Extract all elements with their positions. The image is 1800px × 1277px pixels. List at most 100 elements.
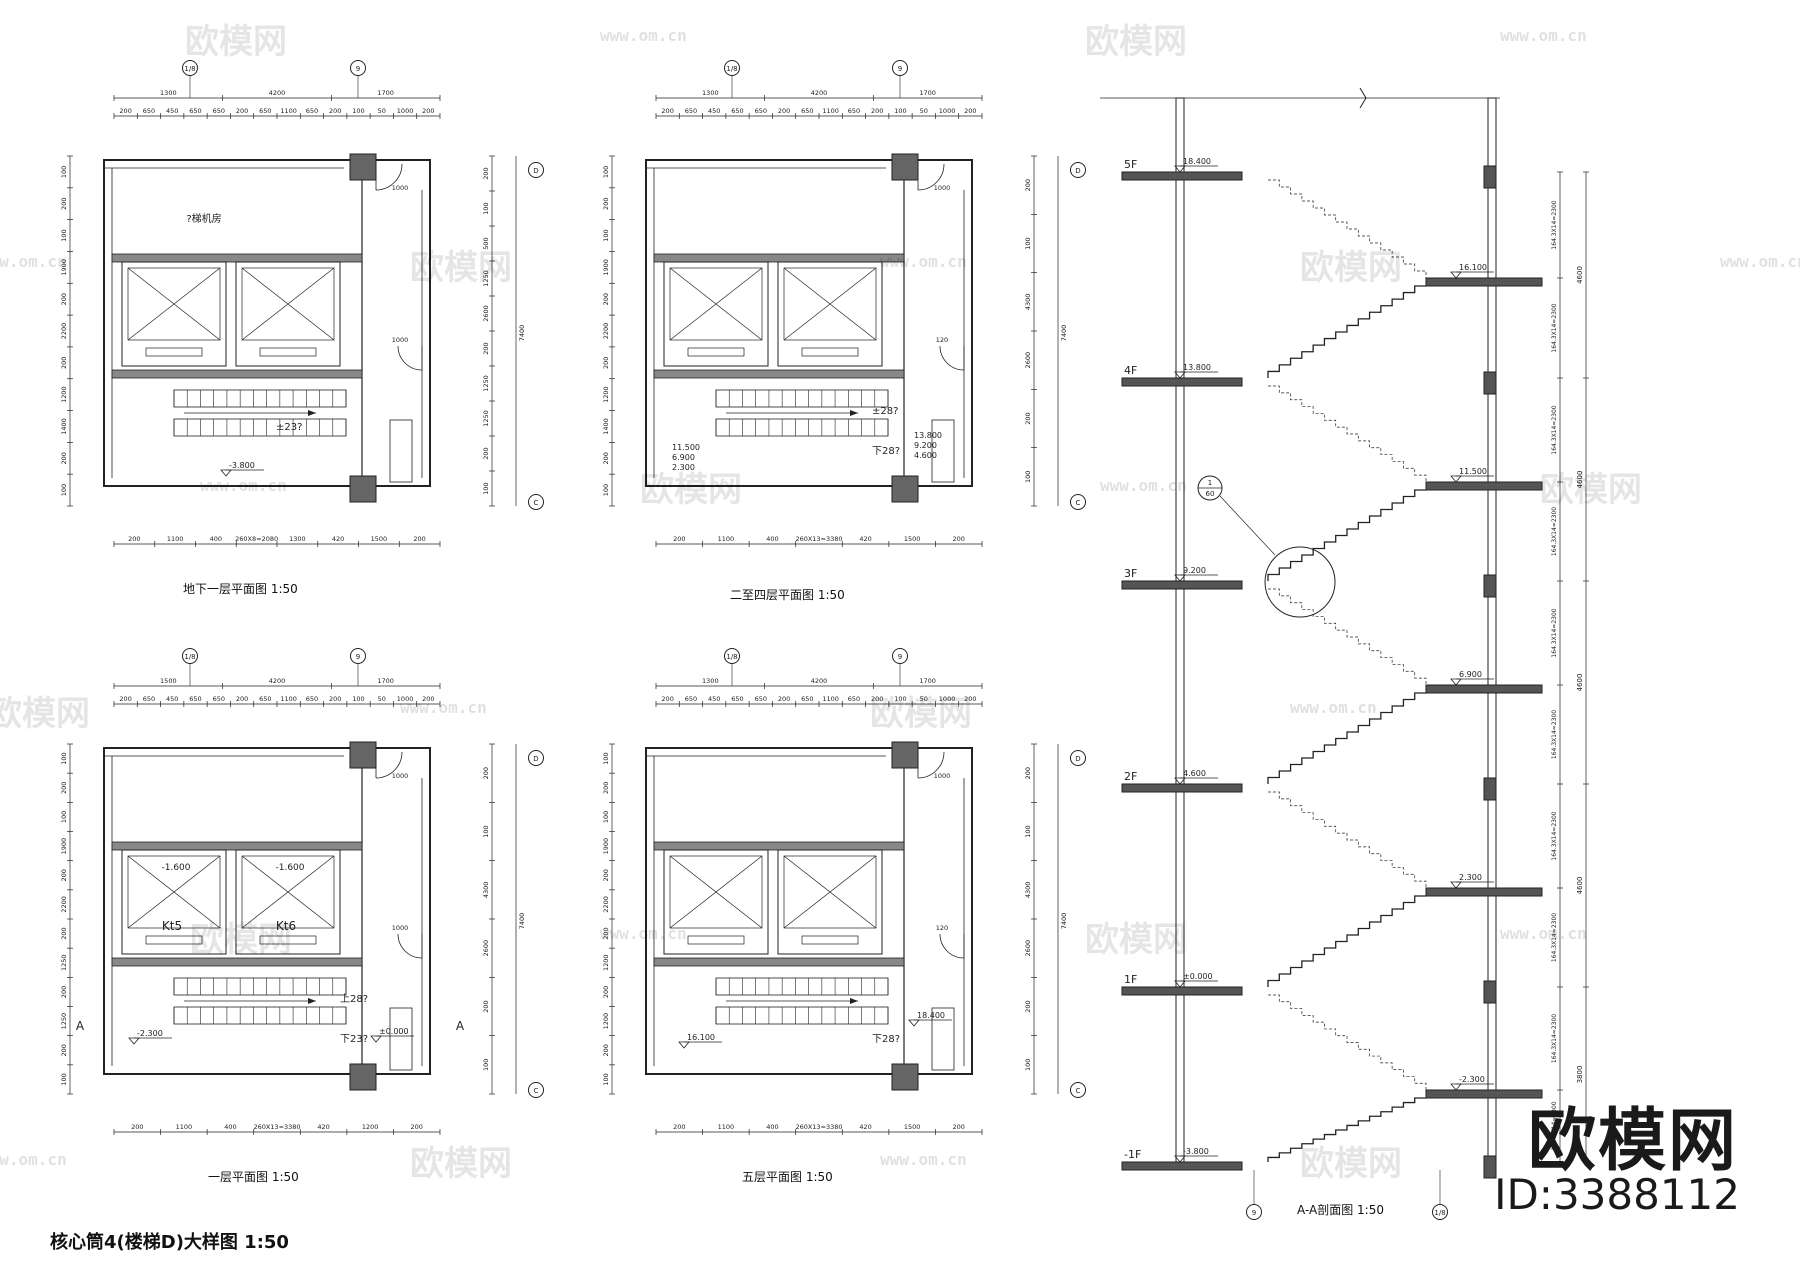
plan-floor_1-door-dim: 1000 [392,772,409,780]
plan-floors_2_4-dim-left-text: 1900 [602,259,610,276]
section-floor-label: 2F [1124,770,1137,783]
plan-floor_1-grid-top-a-bubble [182,648,198,664]
plan-floors_2_4-dim-top-minor-text: 650 [685,107,697,115]
plan-floor_1-dim-top-minor-text: 1100 [280,695,297,703]
section-landing [1425,277,1543,287]
plan-basement-dim-top-minor-text: 200 [119,107,131,115]
plan-floors_2_4-dim-left-text: 1200 [602,386,610,403]
plan-basement-door-dim: 1000 [392,336,409,344]
plan-floor_1-dim-bottom-text: 200 [131,1123,143,1131]
plan-title-basement: 地下一层平面图 1:50 [183,582,298,596]
plan-basement-overall-dim: 7400 [518,325,526,342]
faint-watermark-url: www.om.cn [0,252,67,271]
plan-floor_5-dim-left-text: 200 [602,927,610,939]
section-floor-label: 5F [1124,158,1137,171]
section-floor-label: 1F [1124,973,1137,986]
section-flight-far [1268,994,1427,1090]
floor1-elevator-level: -1.600 [275,863,304,873]
plan-floors_2_4-elevator-2-cross [783,267,877,341]
plan-basement-dim-top-minor-text: 450 [166,107,178,115]
plan-basement-elevator-1-shaft [121,261,227,367]
plan-basement-dim-top-minor-text: 650 [143,107,155,115]
floor5-elevation-left-text: 16.100 [687,1033,715,1042]
section-detail-sheet: 60 [1206,490,1215,498]
plan-floor_1-elevator-1-car [127,855,221,929]
plan-floor_5-dim-left-text: 2200 [602,896,610,913]
section-detail-circle [1264,546,1336,618]
plan-basement-dim-right-text: 200 [482,342,490,354]
plan-floor_5-dim-top-minor-text: 650 [755,695,767,703]
plan-floor_5-dim-top-minor-text: 200 [778,695,790,703]
plan-floor_5-dim-bottom-text: 1500 [904,1123,921,1131]
plan-floor_1-stair-upper [173,977,347,996]
plan-basement-dim-left-text: 1400 [60,418,68,435]
plan-floor_5-dim-bottom-text: 1100 [718,1123,735,1131]
plan-basement-dim-right-text: 500 [482,237,490,249]
plan-floor_1-dim-left-text: 2200 [60,896,68,913]
plan-floor_1-grid-right-d-label: D [533,755,538,763]
floor1-elevator-label: Kt6 [276,919,296,933]
section-grid-bottom-a-bubble [1246,1204,1262,1220]
plan-floors_2_4-outer-wall [645,159,973,487]
plan-floor_5-dim-top-minor-text: 650 [685,695,697,703]
plan-floors_2_4-door-dim: 1000 [934,184,951,192]
plan-floor_5-elevator-1-shaft [663,849,769,955]
plan-basement-elevator-1-cross [127,267,221,341]
plan-floor_1-dim-top-minor-text: 450 [166,695,178,703]
section-flight-far [1268,588,1427,685]
basement-stair-mark: ±23? [276,422,302,433]
section-floor-slab [1121,986,1243,996]
plan-basement-dim-left-text: 1900 [60,259,68,276]
faint-watermark: 欧模网 [1540,470,1642,510]
plan-basement-dim-right-text: 200 [482,167,490,179]
plan-floors_2_4-dim-top-minor-text: 650 [801,107,813,115]
plan-floor_5-stair-lower [715,1006,889,1025]
plan-floor_5-grid-right-d-bubble [1070,750,1086,766]
floors24-elev-left: 2.300 [672,463,695,472]
plan-basement-dim-left-text: 100 [60,229,68,241]
section-detail-num: 1 [1208,479,1212,487]
section-dim-storey-text: 3800 [1576,1066,1584,1084]
plan-floor_1-dim-bottom-text: 400 [224,1123,236,1131]
faint-watermark: 欧模网 [190,920,292,960]
plan-basement-dim-right-text: 100 [482,482,490,494]
plan-floor_1-grid-top-a-label: 1/8 [184,653,195,661]
faint-watermark-url: www.om.cn [1290,698,1377,717]
floors24-stair-down: 下28? [872,446,900,457]
plan-floor_5-dim-right-text: 200 [1024,1000,1032,1012]
plan-floor_5-grid-right-c-label: C [1076,1087,1081,1095]
plan-basement-dim-right-text: 1250 [482,375,490,392]
plan-basement-dim-top-major-text: 4200 [269,89,286,97]
section-dim-storey-text: 4600 [1576,674,1584,692]
plan-basement-door-dim: 1000 [392,184,409,192]
plan-floor_5-dim-top-minor-text: 200 [964,695,976,703]
sheet-title: 核心筒4(楼梯D)大样图 1:50 [50,1232,289,1253]
section-landing [1425,887,1543,897]
section-dim-flight-text: 164.3X14=2300 [1551,507,1558,556]
plan-floor_5-elevator-1-cross [669,855,763,929]
plan-basement-dim-right-text: 2600 [482,305,490,322]
plan-basement-dim-bottom-text: 1300 [289,535,306,543]
plan-basement-grid-right-d-label: D [533,167,538,175]
plan-floor_5-dim-top-minor-text: 650 [731,695,743,703]
plan-floor_1-dim-right-text: 200 [482,767,490,779]
plan-basement-dim-top-minor-text: 650 [213,107,225,115]
section-floor-beam [1483,980,1497,1004]
plan-title-floor-1: 一层平面图 1:50 [208,1170,299,1184]
plan-floor_5-dim-left-text: 100 [602,1073,610,1085]
plan-floors_2_4-dim-top-minor-text: 200 [964,107,976,115]
plan-floor_5-dim-top-major-text: 1700 [919,677,936,685]
plan-floor_1-dim-top-minor-text: 200 [119,695,131,703]
section-wall-left [1175,97,1185,1169]
plan-basement-dim-bottom-text: 260X8=2080 [235,535,278,543]
plan-floor_5-dim-top-major-text: 1300 [702,677,719,685]
plan-floor_5-elevator-2-car [783,855,877,929]
section-flight-far [1268,791,1427,888]
plan-floors_2_4-dim-top-minor-text: 200 [871,107,883,115]
plan-floors_2_4-shaft-box [931,419,955,483]
section-dim-flight-text: 164.3X14=2300 [1551,913,1558,962]
plan-floor_5-dim-right-text: 200 [1024,767,1032,779]
section-landing-elev-triangle [1450,881,1462,889]
section-floor-slab [1121,580,1243,590]
basement-room-label: ?梯机房 [186,212,221,225]
